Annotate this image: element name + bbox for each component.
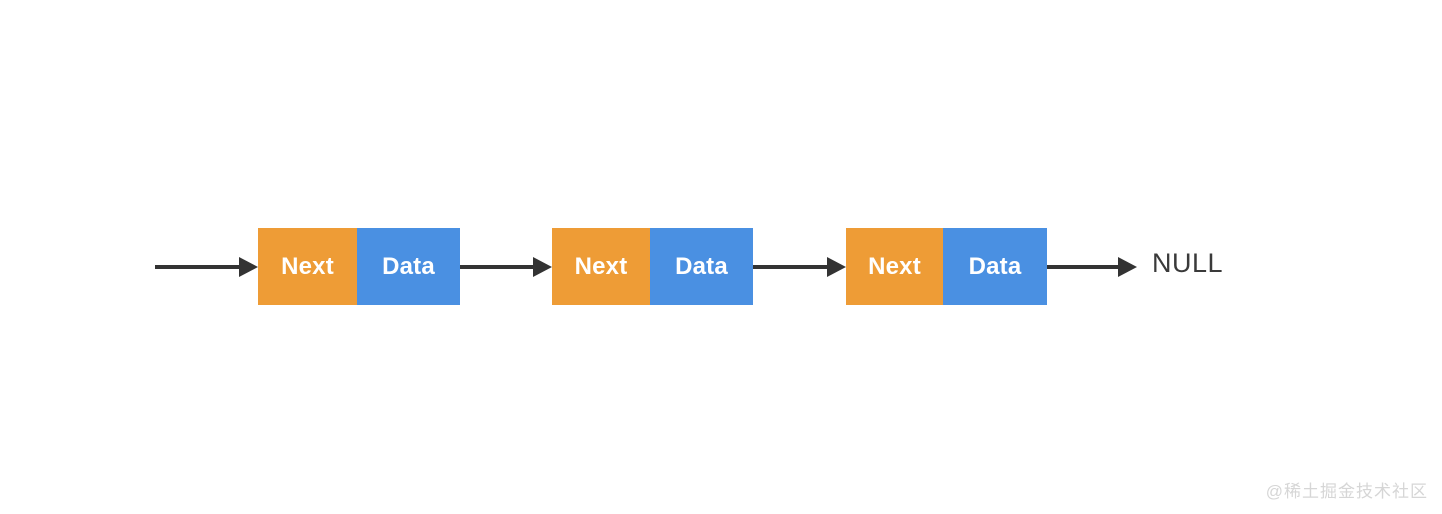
- arrow-head-icon: [239, 257, 258, 277]
- arrow-head-icon: [827, 257, 846, 277]
- node-2-data-cell: Data: [650, 228, 753, 305]
- linked-list-row: Next Data Next Data Next Data: [0, 228, 1442, 305]
- list-node-3: Next Data: [846, 228, 1047, 305]
- arrow-shaft: [753, 265, 827, 269]
- node-2-next-label: Next: [574, 252, 628, 280]
- arrow-shaft: [1047, 265, 1118, 269]
- arrow-node3-to-null: [1047, 257, 1137, 277]
- arrow-head-pointer: [155, 257, 258, 277]
- arrow-shaft: [155, 265, 239, 269]
- arrow-node2-to-node3: [753, 257, 846, 277]
- node-3-data-label: Data: [968, 252, 1022, 280]
- node-2-next-cell: Next: [552, 228, 650, 305]
- node-1-data-cell: Data: [357, 228, 460, 305]
- node-1-next-cell: Next: [258, 228, 357, 305]
- arrow-head-icon: [1118, 257, 1137, 277]
- node-2-data-label: Data: [675, 252, 728, 280]
- arrow-head-icon: [533, 257, 552, 277]
- watermark: @稀土掘金技术社区: [1265, 482, 1428, 501]
- list-node-1: Next Data: [258, 228, 460, 305]
- null-terminator-label: NULL: [1152, 248, 1224, 278]
- arrow-node1-to-node2: [460, 257, 552, 277]
- list-node-2: Next Data: [552, 228, 753, 305]
- node-3-next-label: Next: [868, 252, 921, 280]
- node-3-next-cell: Next: [846, 228, 943, 305]
- node-3-data-cell: Data: [943, 228, 1047, 305]
- node-1-data-label: Data: [382, 252, 435, 280]
- node-1-next-label: Next: [281, 252, 334, 280]
- arrow-shaft: [460, 265, 533, 269]
